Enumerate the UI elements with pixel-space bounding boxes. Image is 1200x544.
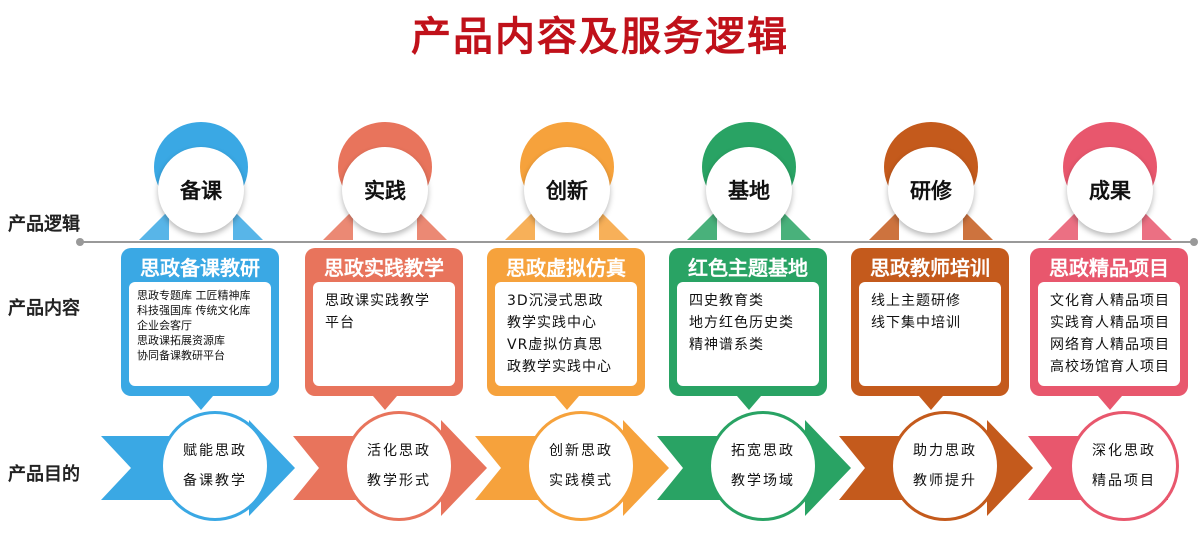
- content-line: 协同备课教研平台: [137, 349, 225, 362]
- logic-label: 成果: [1067, 147, 1153, 233]
- purpose-line: 教师提升: [913, 473, 977, 489]
- logic-wing-right: [781, 210, 811, 240]
- content-card-body: 思政课实践教学平台: [313, 282, 455, 386]
- content-line: 地方红色历史类: [689, 315, 794, 331]
- column-6: 成果思政精品项目文化育人精品项目实践育人精品项目网络育人精品项目高校场馆育人项目…: [1028, 0, 1190, 544]
- content-line: 线上主题研修: [871, 293, 961, 309]
- purpose-line: 实践模式: [549, 473, 613, 489]
- content-card-pointer: [373, 396, 397, 410]
- purpose-line: 教学场域: [731, 473, 795, 489]
- logic-wing-right: [963, 210, 993, 240]
- content-card: 思政精品项目文化育人精品项目实践育人精品项目网络育人精品项目高校场馆育人项目: [1030, 248, 1188, 396]
- purpose-line: 活化思政: [367, 443, 431, 459]
- column-4: 基地红色主题基地四史教育类地方红色历史类精神谱系类拓宽思政教学场域: [657, 0, 851, 544]
- purpose-line: 深化思政: [1092, 443, 1156, 459]
- content-line: 教学实践中心: [507, 315, 597, 331]
- timeline-axis: [80, 241, 1195, 243]
- logic-wing-right: [233, 210, 263, 240]
- content-line: 实践育人精品项目: [1050, 315, 1170, 331]
- logic-label: 基地: [706, 147, 792, 233]
- logic-wing-left: [869, 210, 899, 240]
- purpose-circle: 赋能思政备课教学: [163, 414, 267, 518]
- content-line: 政教学实践中心: [507, 359, 612, 375]
- logic-label: 创新: [524, 147, 610, 233]
- content-line: 线下集中培训: [871, 315, 961, 331]
- purpose-line: 赋能思政: [183, 443, 247, 459]
- timeline-start-dot: [76, 238, 84, 246]
- content-card: 思政实践教学思政课实践教学平台: [305, 248, 463, 396]
- content-line: 文化育人精品项目: [1050, 293, 1170, 309]
- logic-wing-right: [1142, 210, 1172, 240]
- purpose-line: 精品项目: [1092, 473, 1156, 489]
- content-card-body: 思政专题库 工匠精神库科技强国库 传统文化库企业会客厅思政课拓展资源库协同备课教…: [129, 282, 271, 386]
- content-line: VR虚拟仿真思: [507, 337, 604, 353]
- content-line: 企业会客厅: [137, 319, 192, 332]
- content-card-body: 线上主题研修线下集中培训: [859, 282, 1001, 386]
- page-title: 产品内容及服务逻辑: [411, 14, 789, 60]
- content-card: 思政虚拟仿真 3D沉浸式思政教学实践中心 VR虚拟仿真思政教学实践中心: [487, 248, 645, 396]
- purpose-line: 创新思政: [549, 443, 613, 459]
- content-line: 3D沉浸式思政: [507, 293, 604, 309]
- logic-label: 实践: [342, 147, 428, 233]
- content-line: 思政课实践教学: [325, 293, 430, 309]
- content-card-body: 文化育人精品项目实践育人精品项目网络育人精品项目高校场馆育人项目: [1038, 282, 1180, 386]
- content-card-title: 红色主题基地: [688, 256, 808, 280]
- content-line: 科技强国库 传统文化库: [137, 304, 251, 317]
- logic-wing-right: [417, 210, 447, 240]
- logic-wing-left: [139, 210, 169, 240]
- content-card-pointer: [189, 396, 213, 410]
- purpose-line: 教学形式: [367, 473, 431, 489]
- column-1: 备课思政备课教研思政专题库 工匠精神库科技强国库 传统文化库企业会客厅思政课拓展…: [101, 0, 295, 544]
- purpose-circle: 拓宽思政教学场域: [711, 414, 815, 518]
- content-line: 高校场馆育人项目: [1050, 359, 1170, 375]
- column-3: 创新思政虚拟仿真 3D沉浸式思政教学实践中心 VR虚拟仿真思政教学实践中心创新思政实…: [475, 0, 669, 544]
- content-line: 精神谱系类: [689, 337, 764, 353]
- content-card-body: 3D沉浸式思政教学实践中心 VR虚拟仿真思政教学实践中心: [495, 282, 637, 386]
- timeline-end-dot: [1190, 238, 1198, 246]
- content-card-title: 思政备课教研: [140, 256, 260, 280]
- content-card: 红色主题基地四史教育类地方红色历史类精神谱系类: [669, 248, 827, 396]
- content-line: 网络育人精品项目: [1050, 337, 1170, 353]
- column-2: 实践思政实践教学思政课实践教学平台活化思政教学形式: [293, 0, 487, 544]
- content-card-pointer: [919, 396, 943, 410]
- purpose-circle: 活化思政教学形式: [347, 414, 451, 518]
- logic-label: 研修: [888, 147, 974, 233]
- logic-wing-left: [323, 210, 353, 240]
- content-card-pointer: [1098, 396, 1122, 410]
- content-line: 思政专题库 工匠精神库: [137, 289, 251, 302]
- logic-wing-right: [599, 210, 629, 240]
- content-line: 平台: [325, 315, 355, 331]
- content-card-title: 思政精品项目: [1049, 256, 1169, 280]
- content-line: 思政课拓展资源库: [137, 334, 225, 347]
- purpose-circle: 深化思政精品项目: [1072, 414, 1176, 518]
- content-card-title: 思政实践教学: [324, 256, 444, 280]
- row-label-logic: 产品逻辑: [8, 214, 80, 235]
- purpose-line: 备课教学: [183, 473, 247, 489]
- content-card: 思政教师培训线上主题研修线下集中培训: [851, 248, 1009, 396]
- purpose-circle: 助力思政教师提升: [893, 414, 997, 518]
- content-card-pointer: [737, 396, 761, 410]
- content-card: 思政备课教研思政专题库 工匠精神库科技强国库 传统文化库企业会客厅思政课拓展资源…: [121, 248, 279, 396]
- content-card-pointer: [555, 396, 579, 410]
- content-card-title: 思政教师培训: [870, 256, 990, 280]
- content-line: 四史教育类: [689, 293, 764, 309]
- purpose-circle: 创新思政实践模式: [529, 414, 633, 518]
- logic-wing-left: [1048, 210, 1078, 240]
- logic-wing-left: [505, 210, 535, 240]
- row-label-content: 产品内容: [8, 298, 80, 319]
- logic-wing-left: [687, 210, 717, 240]
- logic-label: 备课: [158, 147, 244, 233]
- content-card-title: 思政虚拟仿真: [506, 256, 626, 280]
- content-card-body: 四史教育类地方红色历史类精神谱系类: [677, 282, 819, 386]
- purpose-line: 助力思政: [913, 443, 977, 459]
- column-5: 研修思政教师培训线上主题研修线下集中培训助力思政教师提升: [839, 0, 1033, 544]
- row-label-purpose: 产品目的: [8, 464, 80, 485]
- purpose-line: 拓宽思政: [731, 443, 795, 459]
